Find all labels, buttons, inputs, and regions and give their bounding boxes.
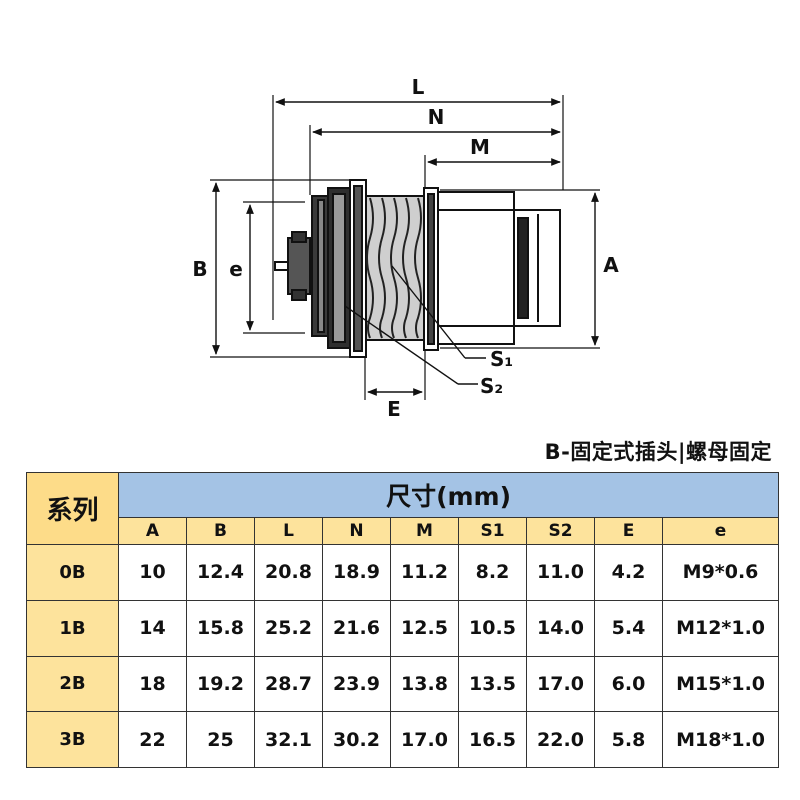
dimension-lines xyxy=(212,98,599,396)
table-cell: 10 xyxy=(118,544,187,601)
table-cell: 21.6 xyxy=(322,599,391,657)
table-cell: 11.2 xyxy=(390,544,459,601)
column-header: A xyxy=(118,517,187,545)
series-label: 0B xyxy=(26,544,119,601)
connector-dimension-drawing: L N M B e A E S₁ S₂ xyxy=(192,75,619,421)
table-cell: 11.0 xyxy=(526,544,595,601)
column-header: M xyxy=(390,517,459,545)
label-e: e xyxy=(229,257,243,281)
label-S1: S₁ xyxy=(490,347,513,371)
label-E: E xyxy=(387,397,401,421)
label-B: B xyxy=(192,257,207,281)
table-cell: 18.9 xyxy=(322,544,391,601)
table-cell: 17.0 xyxy=(390,711,459,768)
column-header: B xyxy=(186,517,255,545)
series-label: 2B xyxy=(26,655,119,713)
column-header: S1 xyxy=(458,517,527,545)
label-L: L xyxy=(412,75,425,99)
table-cell: 22 xyxy=(118,711,187,768)
table-row: 3B 22 25 32.1 30.2 17.0 16.5 22.0 5.8 M1… xyxy=(26,711,780,768)
table-cell: 13.8 xyxy=(390,655,459,713)
label-S2: S₂ xyxy=(480,374,503,398)
table-cell: 18 xyxy=(118,655,187,713)
series-label: 1B xyxy=(26,599,119,657)
table-cell: M18*1.0 xyxy=(661,711,780,768)
table-cell: 14.0 xyxy=(526,599,595,657)
table-cell: 25 xyxy=(186,711,255,768)
table-row: 0B 10 12.4 20.8 18.9 11.2 8.2 11.0 4.2 M… xyxy=(26,544,780,601)
label-A: A xyxy=(603,253,619,277)
series-label: 3B xyxy=(26,711,119,768)
table-cell: 25.2 xyxy=(254,599,323,657)
table-cell: 17.0 xyxy=(526,655,595,713)
label-M: M xyxy=(470,135,490,159)
table-cell: 19.2 xyxy=(186,655,255,713)
table-cell: M15*1.0 xyxy=(661,655,780,713)
table-cell: 15.8 xyxy=(186,599,255,657)
table-cell: 30.2 xyxy=(322,711,391,768)
connector-body xyxy=(274,179,561,358)
table-row: 2B 18 19.2 28.7 23.9 13.8 13.5 17.0 6.0 … xyxy=(26,655,780,713)
leader-lines xyxy=(344,265,486,385)
table-cell: 22.0 xyxy=(526,711,595,768)
table-cell: 32.1 xyxy=(254,711,323,768)
column-header: S2 xyxy=(526,517,595,545)
column-header: N xyxy=(322,517,391,545)
column-header: e xyxy=(661,517,780,545)
table-cell: 4.2 xyxy=(594,544,663,601)
table-cell: 5.8 xyxy=(594,711,663,768)
column-header: L xyxy=(254,517,323,545)
column-header: E xyxy=(594,517,663,545)
table-cell: 20.8 xyxy=(254,544,323,601)
table-row: 1B 14 15.8 25.2 21.6 12.5 10.5 14.0 5.4 … xyxy=(26,599,780,657)
table-cell: 6.0 xyxy=(594,655,663,713)
extension-lines xyxy=(210,95,600,400)
table-cell: 14 xyxy=(118,599,187,657)
table-cell: M12*1.0 xyxy=(661,599,780,657)
table-cell: 10.5 xyxy=(458,599,527,657)
table-cell: 8.2 xyxy=(458,544,527,601)
column-header-row: A B L N M S1 S2 E e xyxy=(27,517,780,545)
table-cell: 16.5 xyxy=(458,711,527,768)
table-cell: 5.4 xyxy=(594,599,663,657)
table-cell: 12.4 xyxy=(186,544,255,601)
dimension-table: 系列 尺寸(mm) A B L N M S1 S2 E e 0B 10 12.4… xyxy=(26,472,780,768)
size-header: 尺寸(mm) xyxy=(117,472,780,518)
table-cell: 13.5 xyxy=(458,655,527,713)
table-cell: 28.7 xyxy=(254,655,323,713)
table-cell: M9*0.6 xyxy=(661,544,780,601)
table-cell: 12.5 xyxy=(390,599,459,657)
label-N: N xyxy=(428,105,445,129)
series-header: 系列 xyxy=(26,472,119,545)
drawing-caption: B-固定式插头|螺母固定 xyxy=(544,440,772,464)
table-cell: 23.9 xyxy=(322,655,391,713)
